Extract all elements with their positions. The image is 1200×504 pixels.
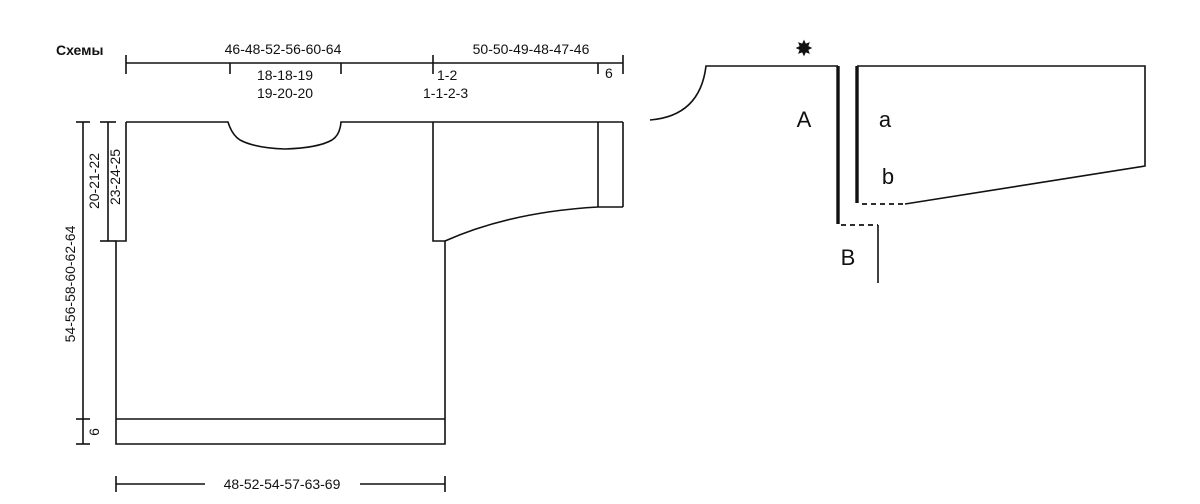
bottom-dimension-line [115,476,446,492]
shoulder-label-1: 1-2 [437,67,457,83]
assembly-diagram [649,65,1146,283]
left-dimension-line [76,121,116,445]
sleeve-length-label: 50-50-49-48-47-46 [473,41,590,57]
bottom-width-label: 48-52-54-57-63-69 [224,476,341,492]
border-height-label: 6 [86,428,102,436]
cuff-width-label: 6 [605,65,613,81]
label-B: B [841,245,856,270]
armhole-depth-label-1: 20-21-22 [86,153,102,209]
neck-width-label-2: 19-20-20 [257,85,313,101]
shoulder-label-2: 1-1-2-3 [423,85,468,101]
body-width-label: 46-48-52-56-60-64 [225,41,342,57]
top-dimension-line [125,55,624,74]
label-A: A [797,107,812,132]
star-icon: ✸ [795,36,813,61]
length-label: 54-56-58-60-62-64 [62,225,78,342]
label-a: a [879,107,892,132]
label-b: b [882,164,894,189]
garment-outline [115,121,624,445]
diagram-title: Схемы [56,42,103,58]
armhole-depth-label-2: 23-24-25 [107,149,123,205]
neck-width-label-1: 18-18-19 [257,67,313,83]
